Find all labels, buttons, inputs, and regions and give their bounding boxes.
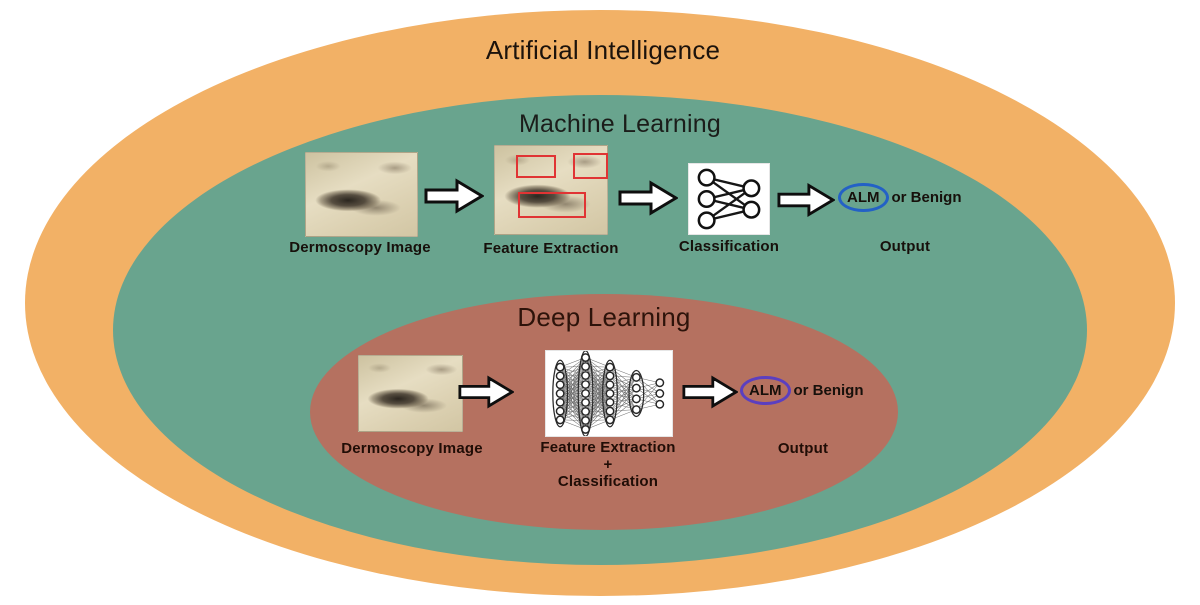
dl-dermoscopy-image <box>358 355 463 432</box>
dl-output-text: ALM or Benign <box>740 376 864 405</box>
arrow-right-icon <box>458 375 514 409</box>
feature-region-box <box>573 153 608 179</box>
ml-output-rest: or Benign <box>891 189 962 206</box>
dl-output-circle: ALM <box>740 376 791 405</box>
ml-feature-label: Feature Extraction <box>483 240 619 257</box>
dl-output-rest: or Benign <box>793 382 864 399</box>
ml-feature-image <box>494 145 608 235</box>
feature-region-box <box>518 192 586 218</box>
ml-dermoscopy-label: Dermoscopy Image <box>289 239 431 256</box>
dl-classification-label: Classification <box>557 473 659 490</box>
ml-output-label: Output <box>879 238 931 255</box>
dl-output-label: Output <box>777 440 829 457</box>
dl-feature-label-plus: + <box>603 456 613 473</box>
dl-feature-label-line1: Feature Extraction <box>540 439 676 456</box>
arrow-right-icon <box>777 182 835 218</box>
arrow-right-icon <box>682 375 738 409</box>
arrow-right-icon <box>618 180 678 216</box>
feature-region-box <box>516 155 556 178</box>
ml-title: Machine Learning <box>519 110 721 138</box>
ml-output-circle: ALM <box>838 183 889 212</box>
arrow-right-icon <box>424 178 484 214</box>
ml-dermoscopy-image <box>305 152 418 237</box>
ml-output-text: ALM or Benign <box>838 183 962 212</box>
dl-dermoscopy-label: Dermoscopy Image <box>341 440 483 457</box>
ml-classification-label: Classification <box>678 238 780 255</box>
ai-title: Artificial Intelligence <box>485 35 721 65</box>
classification-network-icon <box>688 163 770 235</box>
dl-title: Deep Learning <box>517 302 691 332</box>
deep-network-icon <box>545 350 673 437</box>
